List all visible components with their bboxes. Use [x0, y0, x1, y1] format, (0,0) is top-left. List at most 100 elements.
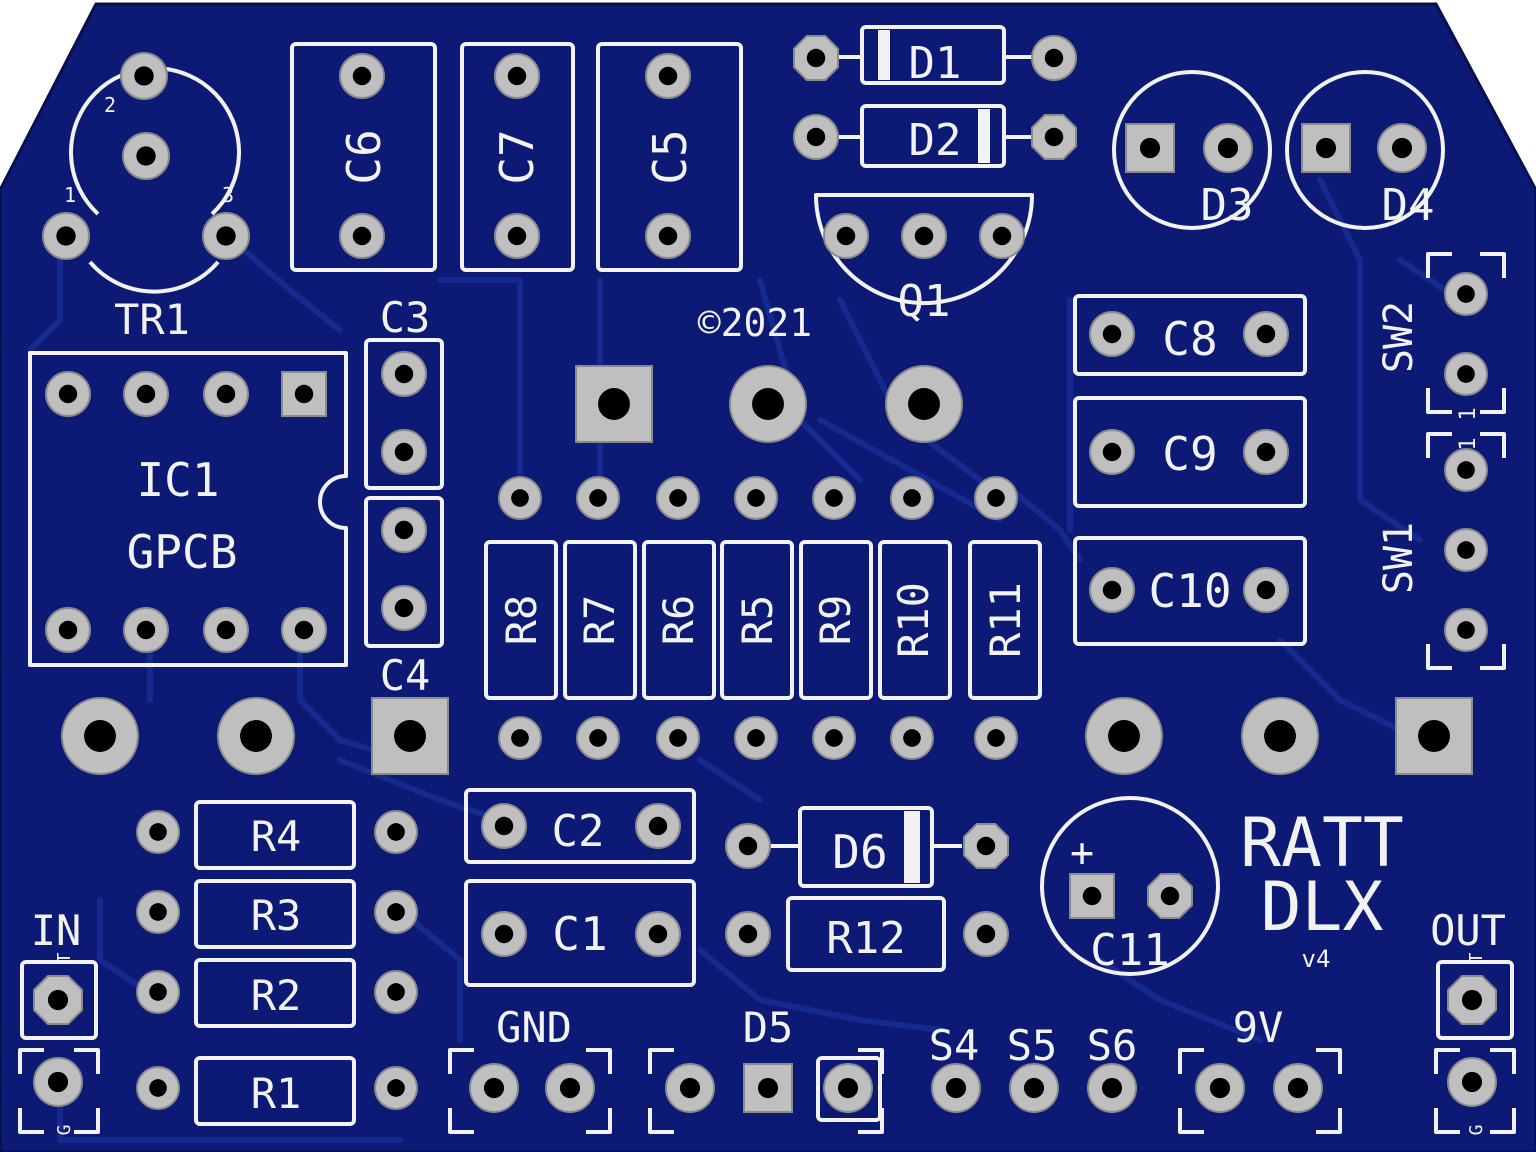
pad-hole [976, 836, 996, 856]
trace [1277, 637, 1423, 743]
r5-outline [720, 540, 794, 700]
pad-hole [992, 226, 1012, 246]
board-version: v4 [1302, 945, 1331, 973]
pad-hole [134, 66, 154, 86]
pad-hole [507, 226, 527, 246]
pad-hole [149, 903, 167, 921]
in-tip-outline [20, 960, 98, 1040]
c8-outline [1073, 294, 1307, 376]
out-tip-outline [1436, 960, 1514, 1040]
label-d5: D5 [743, 1003, 794, 1052]
r3-outline [194, 879, 356, 949]
r10-outline [878, 540, 952, 700]
pad-hole [757, 1077, 779, 1099]
label-d2: D2 [909, 115, 962, 166]
trace [697, 947, 943, 1033]
pad-hole [825, 729, 843, 747]
r4-outline [194, 800, 356, 870]
pad-hole [394, 442, 414, 462]
pad-hole [1044, 48, 1064, 68]
c5-outline [596, 42, 743, 272]
9v-bracket [1178, 1048, 1342, 1134]
trace [229, 237, 343, 333]
pad-hole [669, 729, 687, 747]
pad-hole [149, 1079, 167, 1097]
pad-hole [1160, 886, 1180, 906]
pad-hole [1418, 720, 1450, 752]
label-d3: D3 [1201, 180, 1254, 231]
label-c4: C4 [380, 651, 431, 700]
pad-hole [58, 620, 78, 640]
pad-hole [806, 127, 826, 147]
c3-outline [364, 338, 444, 490]
label-d6: D6 [832, 825, 887, 879]
pad-hole [1315, 137, 1337, 159]
r8-outline [484, 540, 558, 700]
pad-hole [1256, 324, 1276, 344]
d1-stripe [878, 30, 890, 80]
pad-hole [747, 489, 765, 507]
c1-outline [464, 879, 696, 987]
pad-hole [648, 816, 668, 836]
r12-outline [786, 896, 946, 972]
gnd-bracket [448, 1048, 612, 1134]
label-q1: Q1 [898, 276, 951, 327]
label-copyright: ©2021 [698, 301, 812, 345]
pad-hole [483, 1077, 505, 1099]
pad-hole [1082, 886, 1102, 906]
d4-outline [1285, 70, 1445, 230]
c7-outline [460, 42, 575, 272]
label-tr1-pin2: 2 [104, 93, 116, 117]
pad-hole [1108, 720, 1140, 752]
pad-hole [598, 388, 630, 420]
label-9v: 9V [1233, 1003, 1284, 1052]
label-sw2: SW2 [1376, 301, 1422, 373]
label-r6: R6 [654, 595, 703, 646]
silkscreen-labels: TR1 1 2 3 IC1 GPCB C3 C4 C6 C7 C5 D1 D2 … [31, 38, 1506, 1135]
r1-outline [194, 1056, 356, 1126]
pad-hole [149, 983, 167, 1001]
d6-stripe [904, 811, 920, 883]
pad-hole [494, 816, 514, 836]
pad-hole [1457, 365, 1475, 383]
label-r8: R8 [497, 595, 546, 646]
label-tr1-pin3: 3 [222, 183, 234, 207]
label-c5: C5 [643, 129, 697, 184]
pad-hole [394, 364, 414, 384]
pad-hole [136, 146, 156, 166]
pad-hole [1457, 541, 1475, 559]
label-r7: R7 [575, 595, 624, 646]
sw1-bracket [1426, 432, 1506, 670]
trace [697, 757, 763, 803]
label-out: OUT [1430, 906, 1506, 955]
label-r10: R10 [889, 582, 938, 658]
label-c3: C3 [380, 293, 431, 342]
pad-hole [752, 388, 784, 420]
pad-hole [507, 66, 527, 86]
pad-hole [511, 729, 529, 747]
label-c8: C8 [1162, 312, 1217, 366]
pad-hole [387, 903, 405, 921]
pad-hole [1217, 137, 1239, 159]
label-out-tip: T [1466, 952, 1487, 963]
label-out-ground: G [1466, 1125, 1487, 1136]
label-c9: C9 [1162, 427, 1217, 481]
label-r2: R2 [251, 971, 302, 1020]
label-in: IN [31, 906, 82, 955]
pad-hole [494, 924, 514, 944]
pad-hole [387, 823, 405, 841]
pad-hole [914, 226, 934, 246]
pad-hole [903, 729, 921, 747]
pad-hole [669, 489, 687, 507]
pad-hole [56, 226, 76, 246]
label-r1: R1 [251, 1069, 302, 1118]
r2-outline [194, 958, 356, 1028]
label-sw1: SW1 [1376, 522, 1422, 594]
label-c6: C6 [337, 129, 391, 184]
pad-hole [216, 384, 236, 404]
pad-hole [352, 226, 372, 246]
trace [27, 237, 63, 353]
r11-outline [968, 540, 1042, 700]
